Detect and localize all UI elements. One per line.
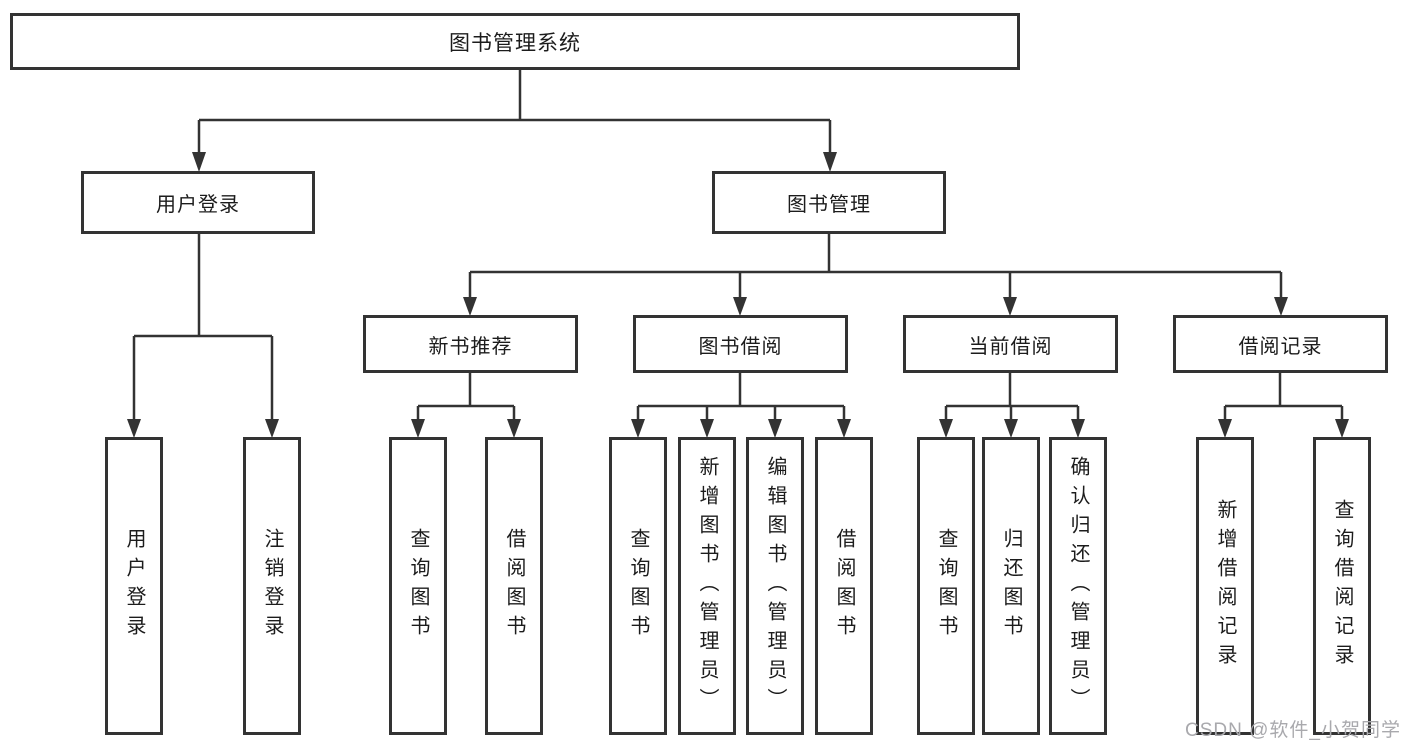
leaf-query-borrow-record: 查询借阅记录 [1313, 437, 1371, 735]
connector-borrow-records-to-leaves [1223, 373, 1344, 424]
node-new-book-recommend: 新书推荐 [363, 315, 578, 373]
leaf-borrow-books-recommend: 借阅图书 [485, 437, 543, 735]
leaf-logout: 注销登录 [243, 437, 301, 735]
connector-new-book-recommend-to-leaves [416, 373, 516, 424]
node-borrow-records: 借阅记录 [1173, 315, 1388, 373]
leaf-query-books-borrow: 查询图书 [609, 437, 667, 735]
node-book-borrow: 图书借阅 [633, 315, 848, 373]
node-current-borrow: 当前借阅 [903, 315, 1118, 373]
node-library-management-system: 图书管理系统 [10, 13, 1020, 70]
leaf-edit-books-admin: 编辑图书（管理员） [746, 437, 804, 735]
leaf-add-borrow-record: 新增借阅记录 [1196, 437, 1254, 735]
node-user-login: 用户登录 [81, 171, 315, 234]
leaf-borrow-books: 借阅图书 [815, 437, 873, 735]
connector-current-borrow-to-leaves [944, 373, 1080, 424]
connector-user-login-to-leaves [132, 234, 274, 422]
node-book-management: 图书管理 [712, 171, 946, 234]
leaf-return-books: 归还图书 [982, 437, 1040, 735]
leaf-add-books-admin: 新增图书（管理员） [678, 437, 736, 735]
connector-book-mgmt-to-level3 [468, 234, 1283, 300]
watermark: CSDN @软件_小贺同学 [1185, 720, 1401, 741]
leaf-query-books-current: 查询图书 [917, 437, 975, 735]
arrowheads [127, 152, 1349, 438]
leaf-query-books-recommend: 查询图书 [389, 437, 447, 735]
connector-book-borrow-to-leaves [636, 373, 846, 424]
leaf-confirm-return-admin: 确认归还（管理员） [1049, 437, 1107, 735]
connector-root-to-level2 [197, 70, 832, 156]
leaf-user-login: 用户登录 [105, 437, 163, 735]
